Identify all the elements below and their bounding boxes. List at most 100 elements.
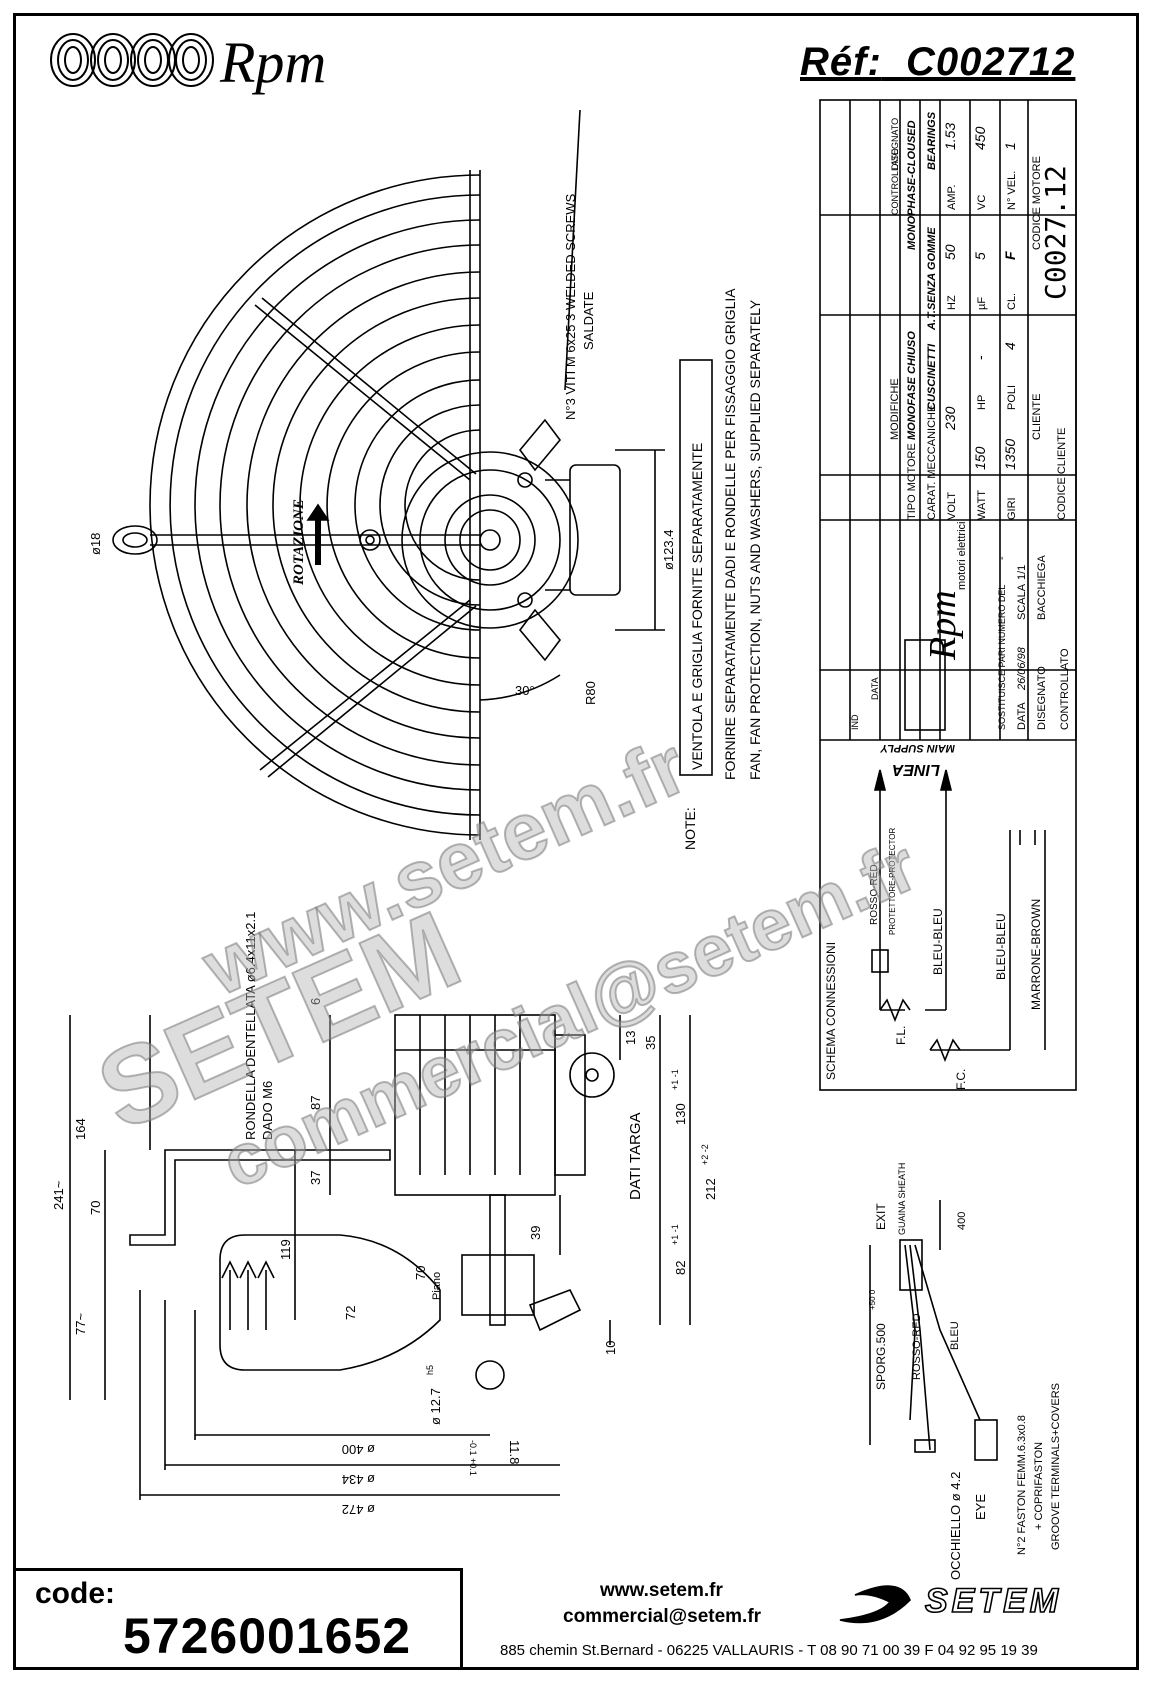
exit-sporg-tol: +50 0 <box>868 1289 877 1310</box>
grid-note-2: FORNIRE SEPARATAMENTE DADI E RONDELLE PE… <box>722 288 738 780</box>
dim-119: 119 <box>278 1239 293 1260</box>
tb-brand: Rpm <box>922 590 964 661</box>
tb-tipo-label: TIPO MOTORE <box>906 443 918 520</box>
tb-watt-label: WATT <box>976 490 988 520</box>
exit-rosso: ROSSO-RED <box>911 1313 923 1380</box>
tb-vc: 450 <box>972 126 988 150</box>
exit-cable-diagram <box>869 1200 998 1461</box>
reference-code: Réf: C002712 <box>800 40 1076 84</box>
tb-brand-sub: motori elettrici <box>956 522 968 590</box>
tb-disegnato: DISEGNATO <box>890 118 900 170</box>
tb-giri-label: GIRI <box>1006 497 1018 520</box>
wiring-marrone: MARRONE-BROWN <box>1029 899 1043 1010</box>
tb-sostituisce: SOSTITUISCE PARI NUMERO DEL <box>997 585 1007 730</box>
dim-39: 39 <box>528 1226 543 1240</box>
tb-hz-label: HZ <box>946 295 958 310</box>
tb-controllato: CONTROLLATO <box>890 148 900 215</box>
dim-d123: ø123.4 <box>661 530 676 570</box>
exit-occhiello: OCCHIELLO ø 4.2 <box>948 1472 963 1580</box>
washer-note-2: DADO M6 <box>260 1081 275 1140</box>
dim-82-tol: +1 -1 <box>670 1224 680 1245</box>
dim-35: 35 <box>643 1036 658 1050</box>
wiring-bleu-1: BLEU-BLEU <box>931 908 945 975</box>
code-value: 5726001652 <box>123 1608 412 1664</box>
motor-side-view <box>129 1014 615 1390</box>
exit-dim-400: 400 <box>956 1212 968 1230</box>
dim-70b: 70 <box>413 1266 428 1280</box>
setem-swoosh-icon <box>839 1585 911 1624</box>
grid-note-3: FAN, FAN PROTECTION, NUTS AND WASHERS, S… <box>747 299 763 780</box>
tb-uf-label: µF <box>976 297 988 310</box>
company-address: 885 chemin St.Bernard - 06225 VALLAURIS … <box>500 1642 1038 1659</box>
dim-130-tol: +1 -1 <box>670 1069 680 1090</box>
rpm-logo: Rpm <box>50 30 326 95</box>
tb-tipo-en: MONOPHASE-CLOUSED <box>906 120 918 250</box>
dim-70a: 70 <box>88 1201 103 1215</box>
dim-d400: ø 400 <box>342 1442 375 1457</box>
tb-volt-label: VOLT <box>946 492 958 520</box>
wiring-diagram <box>871 769 1046 1063</box>
shaft-flat: 11.8 <box>507 1440 522 1464</box>
wiring-rosso: ROSSO-RED <box>869 864 880 925</box>
dim-82: 82 <box>673 1261 688 1275</box>
shaft-flat-tol: -0.1 +0.1 <box>468 1440 478 1476</box>
product-code-box: code: 5726001652 <box>13 1568 463 1670</box>
dati-targa-label: DATI TARGA <box>627 1112 644 1200</box>
tb-volt: 230 <box>942 406 958 431</box>
svg-text:Rpm: Rpm <box>219 30 326 95</box>
dim-130: 130 <box>673 1103 688 1125</box>
dim-72: 72 <box>343 1306 358 1320</box>
screws-note: N°3 VITI M 6x25 3 WELDED SCREWS <box>563 193 578 420</box>
dim-r80: R80 <box>583 681 598 705</box>
wiring-bleu-2: BLEU-BLEU <box>994 913 1008 980</box>
dim-13: 13 <box>623 1031 638 1045</box>
tb-controllato-2: CONTROLLATO <box>1059 648 1071 730</box>
tb-sostituisce-val: - <box>996 556 1008 560</box>
wiring-main-supply: MAIN SUPPLY <box>879 742 955 754</box>
setem-logo: SETEM <box>924 1581 1062 1621</box>
tb-vc-label: VC <box>976 195 988 210</box>
tb-codice-cliente: CODICE CLIENTE <box>1056 428 1068 520</box>
tb-nvel: 1 <box>1002 142 1018 150</box>
drawing-sheet-border <box>13 13 1139 1670</box>
dim-241: 241~ <box>51 1180 66 1210</box>
dim-37: 37 <box>308 1171 323 1185</box>
tb-modifiche: MODIFICHE <box>889 378 901 440</box>
wiring-fc: F.C. <box>954 1069 968 1090</box>
motor-front-view <box>359 418 621 662</box>
tb-hz: 50 <box>942 244 958 260</box>
tb-cl-label: CL. <box>1006 293 1018 310</box>
rotation-label: ROTAZIONE <box>291 499 307 586</box>
tb-giri: 1350 <box>1002 439 1018 470</box>
dim-212-tol: +2 -2 <box>700 1144 710 1165</box>
wiring-protector: PROTETTORE-PROTECTOR <box>888 828 897 935</box>
email-link[interactable]: commercial@setem.fr <box>563 1606 762 1627</box>
tb-carat-label: CARAT. MECCANICHE <box>926 405 938 520</box>
tb-watt: 150 <box>972 446 988 470</box>
shaft-tolerance: h5 <box>425 1365 435 1375</box>
website-link[interactable]: www.setem.fr <box>600 1580 723 1601</box>
svg-text:SETEM: SETEM <box>925 1582 1062 1620</box>
dim-d472: ø 472 <box>342 1502 375 1517</box>
exit-faston-2: + COPRIFASTON <box>1033 1442 1045 1530</box>
note-label: NOTE: <box>682 807 698 850</box>
tb-scala-label: SCALA <box>1016 583 1028 620</box>
tb-disegnato-val: BACCHIEGA <box>1036 555 1048 620</box>
tb-carat-2: A.T.SENZA GOMME <box>926 227 938 331</box>
dim-angle: 30° <box>515 683 535 698</box>
dim-212: 212 <box>703 1178 718 1200</box>
exit-guaina: GUAINA SHEATH <box>897 1163 907 1235</box>
piano-label: Piano <box>431 1272 443 1300</box>
exit-sporg: SPORG.500 <box>874 1323 888 1390</box>
dim-87: 87 <box>308 1096 323 1110</box>
shaft-diameter: ø 12.7 <box>428 1388 443 1425</box>
dim-77: 77~ <box>73 1313 88 1335</box>
exit-label: EXIT <box>874 1203 888 1230</box>
title-block <box>819 99 1077 1091</box>
tb-uf: 5 <box>972 252 988 260</box>
dim-164: 164 <box>73 1118 88 1140</box>
code-label: code: <box>35 1577 116 1610</box>
tb-carat-en: BEARINGS <box>926 111 938 170</box>
dim-d434: ø 434 <box>342 1472 375 1487</box>
